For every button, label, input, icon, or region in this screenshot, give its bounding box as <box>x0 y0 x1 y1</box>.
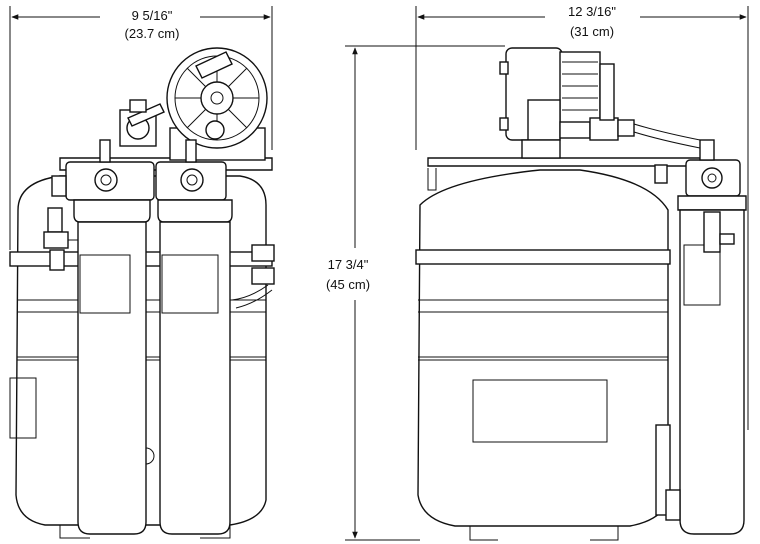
dimension-width-side: 12 3/16" (31 cm) <box>415 4 749 430</box>
height-metric: (45 cm) <box>326 277 370 292</box>
front-width-imperial: 9 5/16" <box>132 8 173 23</box>
dimension-height: 17 3/4" (45 cm) <box>326 45 505 541</box>
front-left-fittings <box>43 175 78 271</box>
front-width-metric: (23.7 cm) <box>125 26 180 41</box>
height-imperial: 17 3/4" <box>328 257 369 272</box>
side-filter <box>665 139 747 535</box>
front-pump <box>119 47 268 161</box>
front-filter-right <box>155 139 233 535</box>
side-pump <box>499 47 701 159</box>
front-view <box>9 47 275 539</box>
side-tank <box>415 168 671 541</box>
side-width-imperial: 12 3/16" <box>568 4 616 19</box>
side-width-metric: (31 cm) <box>570 24 614 39</box>
dimension-width-front: 9 5/16" (23.7 cm) <box>9 6 273 250</box>
front-filter-left <box>65 139 155 535</box>
side-view <box>415 47 747 541</box>
side-bracket <box>427 157 701 516</box>
